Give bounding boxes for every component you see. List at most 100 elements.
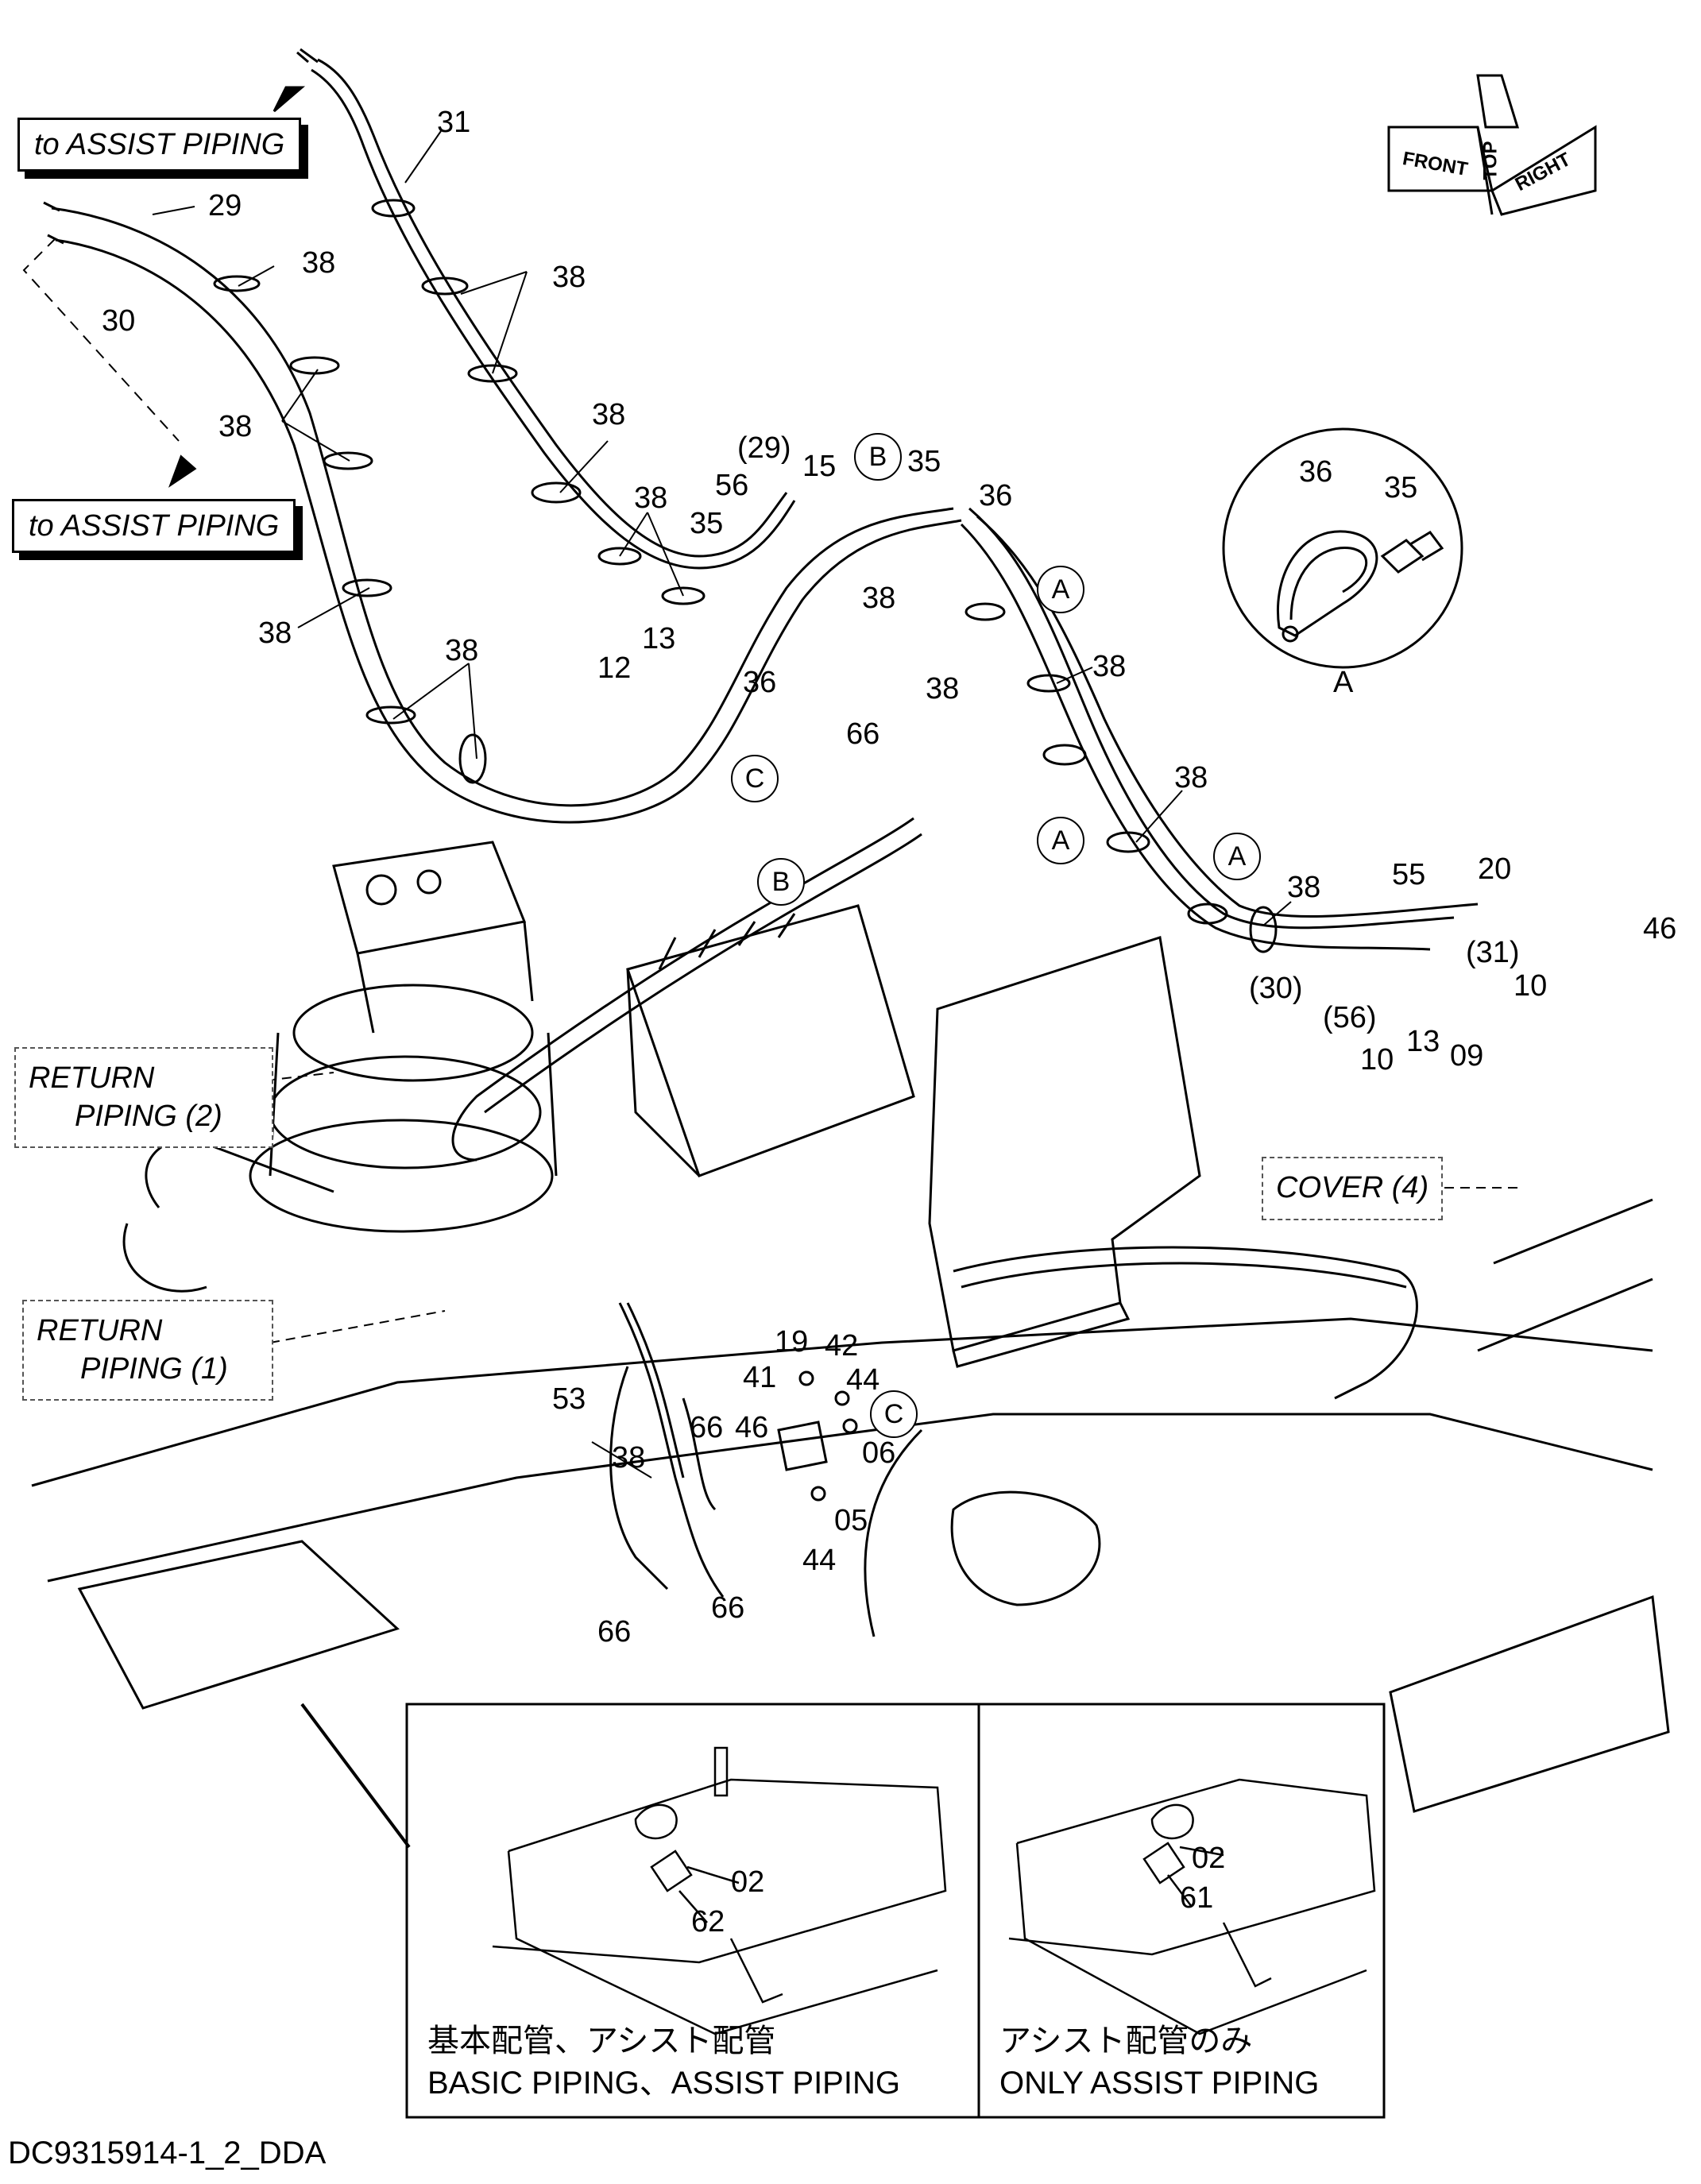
return1-line2: PIPING (1) bbox=[80, 1351, 228, 1386]
callout-cover: COVER (4) bbox=[1262, 1157, 1444, 1220]
detail-a-clamp-inner bbox=[1289, 547, 1368, 620]
part-15: 15 bbox=[802, 450, 837, 483]
part-46-a: 46 bbox=[1643, 912, 1677, 945]
part-38-i: 38 bbox=[926, 672, 960, 705]
part-38-d: 38 bbox=[592, 398, 626, 431]
part-66-d: 66 bbox=[597, 1615, 632, 1649]
return2-line1: RETURN bbox=[29, 1061, 155, 1095]
part-36-a: 36 bbox=[979, 479, 1013, 512]
swing-motor bbox=[249, 841, 558, 1233]
detail-a-circle bbox=[1222, 427, 1463, 669]
inset-right-part-61: 61 bbox=[1180, 1881, 1214, 1915]
part-19: 19 bbox=[775, 1325, 809, 1359]
part-13-a: 13 bbox=[642, 622, 676, 655]
ref-a-1: A bbox=[1037, 566, 1084, 613]
part-38-e: 38 bbox=[634, 481, 668, 515]
inset-left-drawing bbox=[492, 1746, 947, 2035]
part-38-b: 38 bbox=[552, 261, 586, 294]
return2-line2: PIPING (2) bbox=[75, 1099, 222, 1133]
part-38-k: 38 bbox=[1174, 761, 1208, 794]
part-53: 53 bbox=[552, 1382, 586, 1416]
hose-53 bbox=[618, 1302, 725, 1598]
part-42: 42 bbox=[825, 1329, 859, 1363]
part-38-f: 38 bbox=[258, 617, 292, 650]
control-valve bbox=[451, 817, 922, 1177]
detail-a-clamp bbox=[1277, 530, 1378, 637]
ref-b-top: B bbox=[854, 433, 902, 481]
ref-a-2: A bbox=[1037, 817, 1084, 864]
callout-assist-top: to ASSIST PIPING bbox=[17, 118, 302, 172]
inset-right-caption-en: ONLY ASSIST PIPING bbox=[999, 2066, 1320, 2101]
part-10-b: 10 bbox=[1360, 1043, 1394, 1077]
inset-left-caption-jp: 基本配管、アシスト配管 bbox=[427, 2024, 776, 2058]
return1-line1: RETURN bbox=[37, 1314, 163, 1347]
compass-cube bbox=[1387, 74, 1597, 216]
arrow-assist-top bbox=[273, 86, 306, 113]
part-06: 06 bbox=[862, 1436, 896, 1470]
hose-53b bbox=[626, 1302, 685, 1479]
hose-31 bbox=[296, 48, 796, 570]
hose-29-30 bbox=[43, 201, 962, 824]
detail-a-bolt bbox=[1380, 531, 1444, 574]
part-38-g: 38 bbox=[445, 634, 479, 667]
ref-c-top: C bbox=[731, 755, 779, 802]
callout-assist-mid: to ASSIST PIPING bbox=[12, 499, 296, 553]
inset-frame bbox=[405, 1703, 1386, 2119]
part-38-l: 38 bbox=[1287, 871, 1321, 904]
part-41: 41 bbox=[743, 1361, 777, 1394]
part-31: 31 bbox=[437, 106, 471, 139]
part-38-m: 38 bbox=[612, 1441, 646, 1475]
part-66-a: 66 bbox=[846, 717, 880, 751]
inset-left-part-62: 62 bbox=[691, 1905, 725, 1939]
inset-left-part-02: 02 bbox=[731, 1865, 765, 1899]
callout-return-piping-2: RETURN PIPING (2) bbox=[14, 1047, 273, 1148]
part-09: 09 bbox=[1450, 1039, 1484, 1073]
ref-c-bottom: C bbox=[870, 1390, 918, 1438]
part-29: 29 bbox=[208, 189, 242, 222]
part-10-a: 10 bbox=[1514, 969, 1548, 1003]
detail-a-part-36: 36 bbox=[1299, 455, 1333, 489]
part-35-a: 35 bbox=[907, 445, 941, 478]
inset-left-caption-en: BASIC PIPING、ASSIST PIPING bbox=[427, 2066, 900, 2101]
part-46-b: 46 bbox=[735, 1411, 769, 1444]
part-30: 30 bbox=[102, 304, 136, 338]
part-20: 20 bbox=[1478, 852, 1512, 886]
part-12: 12 bbox=[597, 651, 632, 685]
part-38-j: 38 bbox=[1092, 650, 1127, 683]
part-56: 56 bbox=[715, 469, 749, 502]
part-56-paren: (56) bbox=[1323, 1001, 1377, 1034]
part-38-h: 38 bbox=[862, 582, 896, 615]
bracket-parts bbox=[777, 1370, 858, 1502]
ref-b-mid: B bbox=[757, 858, 805, 906]
clamp-38-set bbox=[213, 199, 1278, 953]
inset-right-part-02: 02 bbox=[1192, 1842, 1226, 1875]
part-44-a: 44 bbox=[846, 1363, 880, 1397]
part-29-paren: (29) bbox=[737, 431, 791, 465]
ref-a-3: A bbox=[1213, 833, 1261, 880]
detail-a-part-35: 35 bbox=[1384, 471, 1418, 504]
part-38-c: 38 bbox=[218, 410, 253, 443]
part-36-b: 36 bbox=[743, 666, 777, 699]
main-frame bbox=[31, 1139, 1670, 1813]
cover-panel bbox=[928, 936, 1201, 1368]
part-35-b: 35 bbox=[690, 507, 724, 540]
part-31-paren: (31) bbox=[1466, 936, 1520, 969]
part-55: 55 bbox=[1392, 858, 1426, 891]
part-44-b: 44 bbox=[802, 1544, 837, 1577]
inset-right-drawing bbox=[1008, 1778, 1376, 2035]
part-05: 05 bbox=[834, 1504, 868, 1537]
part-38-a: 38 bbox=[302, 246, 336, 280]
part-30-paren: (30) bbox=[1249, 972, 1303, 1005]
inset-right-caption-jp: アシスト配管のみ bbox=[999, 2024, 1253, 2058]
detail-a-label: A bbox=[1333, 666, 1354, 699]
part-66-b: 66 bbox=[690, 1411, 724, 1444]
part-66-c: 66 bbox=[711, 1591, 745, 1625]
assist-leader bbox=[22, 238, 180, 442]
drawing-reference: DC9315914-1_2_DDA bbox=[8, 2136, 327, 2170]
leader-lines bbox=[152, 130, 1517, 1849]
arrow-assist-mid bbox=[168, 454, 197, 488]
compass-top-label: TOP bbox=[1479, 141, 1502, 180]
detail-a-hole bbox=[1282, 625, 1299, 643]
part-13-b: 13 bbox=[1406, 1025, 1440, 1058]
callout-return-piping-1: RETURN PIPING (1) bbox=[22, 1300, 273, 1401]
